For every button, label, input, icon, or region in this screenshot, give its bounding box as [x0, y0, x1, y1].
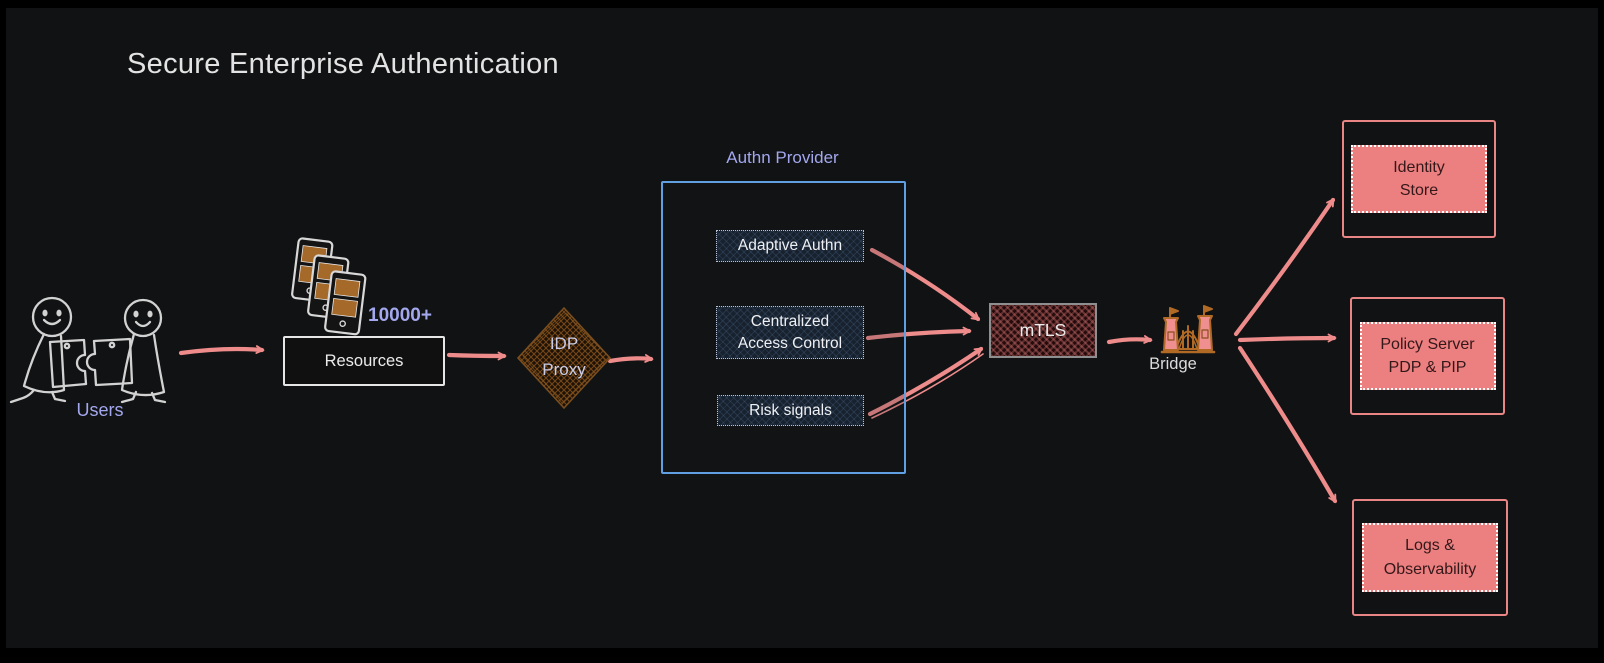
arrow-risk-to-mtls	[867, 346, 981, 417]
devices-count-badge: 10000+	[368, 305, 432, 326]
risk-signals-label: Risk signals	[749, 401, 832, 419]
policy-server-node[interactable]: Policy Server PDP & PIP	[1350, 297, 1505, 415]
logs-observability-node[interactable]: Logs & Observability	[1352, 499, 1508, 616]
arrow-resources-to-idp	[446, 355, 504, 356]
diagram-title: Secure Enterprise Authentication	[127, 48, 559, 80]
mtls-node[interactable]: mTLS	[989, 303, 1097, 358]
policy-server-label: Policy Server PDP & PIP	[1359, 321, 1496, 391]
devices-icon[interactable]	[291, 237, 367, 336]
authn-provider-label: Authn Provider	[726, 148, 839, 167]
mtls-label: mTLS	[1019, 320, 1067, 340]
resources-label: Resources	[324, 351, 404, 370]
idp-proxy-label: IDP Proxy	[542, 334, 586, 379]
identity-store-node[interactable]: Identity Store	[1342, 120, 1496, 238]
idp-proxy-diamond[interactable]	[516, 306, 612, 410]
arrow-idp-to-authn	[607, 358, 651, 364]
centralized-access-control-label: Centralized Access Control	[737, 312, 843, 352]
centralized-access-control-node[interactable]: Centralized Access Control	[716, 306, 864, 359]
arrow-users-to-resources	[178, 349, 262, 356]
adaptive-authn-node[interactable]: Adaptive Authn	[716, 230, 864, 262]
arrows	[178, 200, 1338, 501]
arrow-adaptive-to-mtls	[869, 247, 978, 322]
risk-signals-node[interactable]: Risk signals	[717, 395, 864, 426]
arrow-bridge-to-policy	[1237, 338, 1334, 340]
users-label: Users	[76, 400, 124, 420]
identity-store-label: Identity Store	[1351, 144, 1487, 214]
arrow-risk-to-mtls-sketch	[871, 353, 984, 419]
arrow-bridge-to-identity	[1233, 200, 1336, 337]
logs-observability-label: Logs & Observability	[1362, 523, 1498, 592]
arrow-central-to-mtls	[865, 331, 969, 341]
bridge-icon[interactable]	[1160, 305, 1216, 354]
arrow-bridge-to-logs	[1237, 345, 1338, 501]
resources-node[interactable]: Resources	[283, 336, 445, 386]
bridge-label: Bridge	[1149, 355, 1197, 373]
arrow-mtls-to-bridge	[1106, 339, 1150, 345]
adaptive-authn-label: Adaptive Authn	[737, 237, 843, 255]
users-icon[interactable]	[9, 296, 167, 404]
